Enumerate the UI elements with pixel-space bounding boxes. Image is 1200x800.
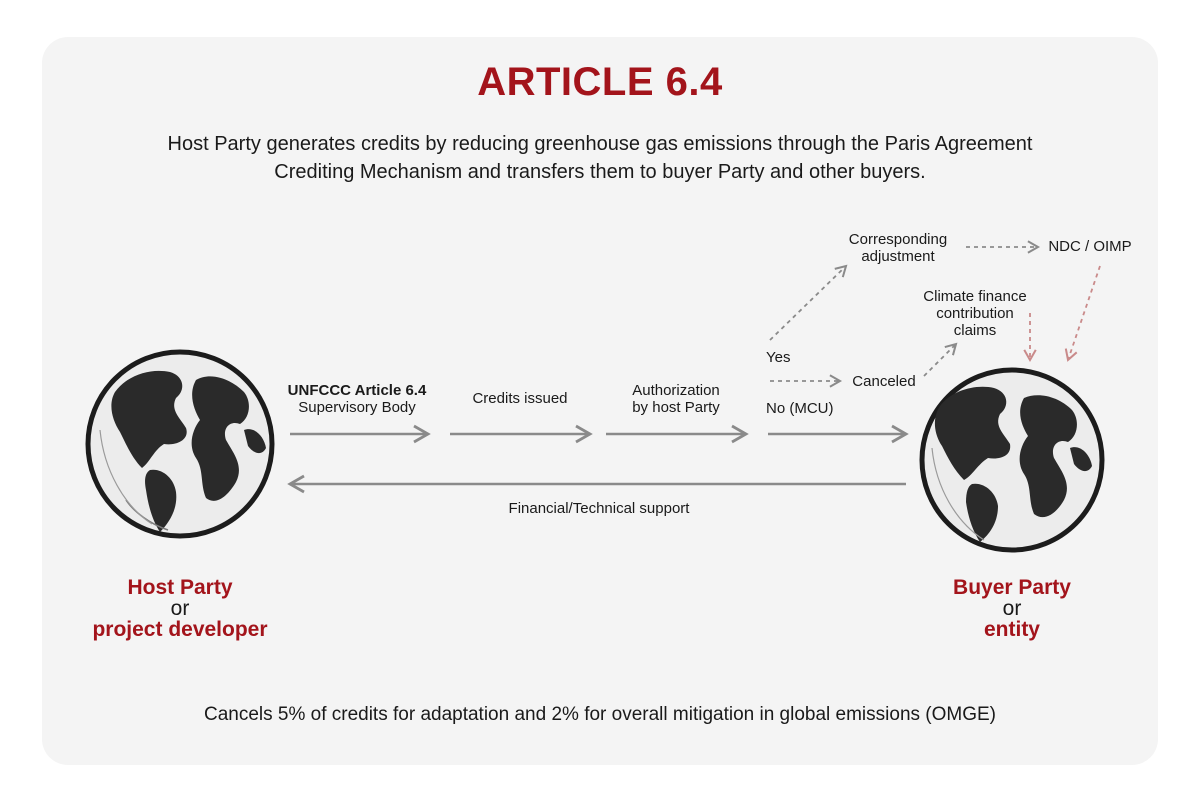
- arrow-ndc-down: [1064, 265, 1101, 362]
- globe-icon: [85, 349, 275, 539]
- arrow-canceled-up: [923, 342, 958, 377]
- credits-issued-label: Credits issued: [472, 390, 568, 407]
- host-party-label: Host Party or project developer: [92, 576, 268, 641]
- ndc-oimp-label: NDC / OIMP: [1048, 238, 1132, 255]
- page-subtitle: Host Party generates credits by reducing…: [167, 133, 1033, 183]
- arrow-yes-up: [769, 264, 848, 341]
- footer-note: Cancels 5% of credits for adaptation and…: [203, 704, 997, 725]
- no-mcu-label: No (MCU): [766, 400, 834, 417]
- page-title: ARTICLE 6.4: [477, 60, 723, 104]
- support-label: Financial/Technical support: [508, 500, 690, 517]
- buyer-party-label: Buyer Party or entity: [953, 576, 1071, 641]
- yes-label: Yes: [766, 349, 791, 366]
- canceled-label: Canceled: [852, 373, 916, 390]
- globe-icon: [919, 367, 1105, 553]
